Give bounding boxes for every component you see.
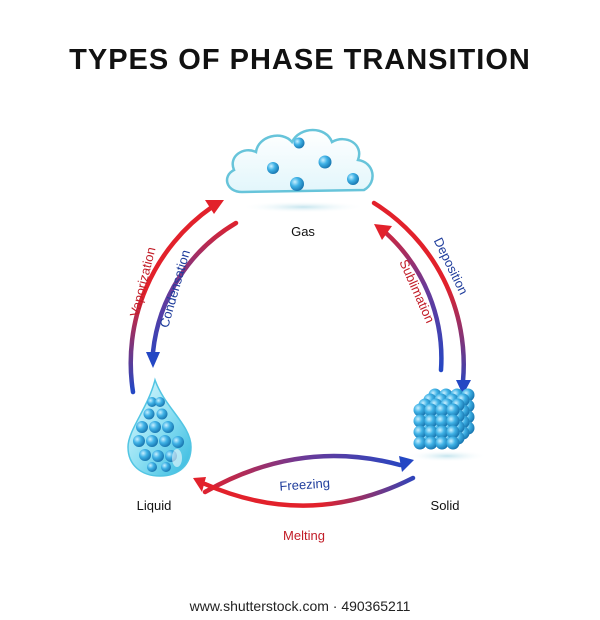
label-solid: Solid [431, 498, 460, 513]
lattice-molecule [446, 403, 460, 417]
lattice-molecule [446, 425, 460, 439]
lattice-molecule [413, 436, 427, 450]
lattice-molecule [413, 414, 427, 428]
cloud-icon [225, 128, 374, 213]
lattice-molecule [435, 403, 449, 417]
page-title: TYPES OF PHASE TRANSITION [69, 44, 531, 76]
lattice-molecule [435, 414, 449, 428]
label-liquid: Liquid [137, 498, 172, 513]
watermark-text: www.shutterstock.com · 490365211 [189, 598, 411, 614]
lattice-molecule [446, 414, 460, 428]
lattice-molecule [435, 425, 449, 439]
lattice-molecule [424, 403, 438, 417]
label-gas: Gas [291, 224, 315, 239]
lattice-molecule [435, 436, 449, 450]
label-vaporization: Vaporization [127, 245, 159, 318]
arrow-freezing [202, 453, 414, 495]
arrow-condensation [146, 220, 239, 368]
water-drop-icon [125, 377, 193, 477]
crystal-lattice-icon [407, 388, 487, 462]
label-freezing: Freezing [279, 475, 331, 493]
lattice-molecule [413, 425, 427, 439]
lattice-molecule [446, 436, 460, 450]
lattice-molecule [424, 414, 438, 428]
arrow-deposition [371, 200, 471, 395]
lattice-molecule [424, 436, 438, 450]
lattice-molecule [413, 403, 427, 417]
arrow-sublimation [374, 224, 444, 373]
arrow-melting [193, 475, 416, 508]
label-melting: Melting [283, 528, 325, 543]
lattice-molecule [424, 425, 438, 439]
arrow-vaporization [128, 200, 224, 395]
